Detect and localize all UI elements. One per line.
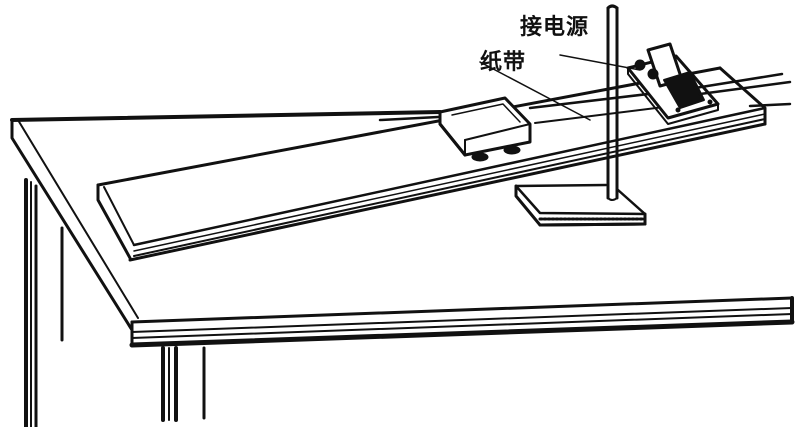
power-supply-label: 接电源	[520, 15, 590, 40]
cart	[438, 96, 532, 162]
power-wires	[559, 54, 792, 108]
paper-tape-label: 纸带	[480, 50, 527, 75]
retort-stand	[514, 4, 647, 227]
ticker-timer	[626, 42, 720, 125]
table	[10, 110, 795, 429]
